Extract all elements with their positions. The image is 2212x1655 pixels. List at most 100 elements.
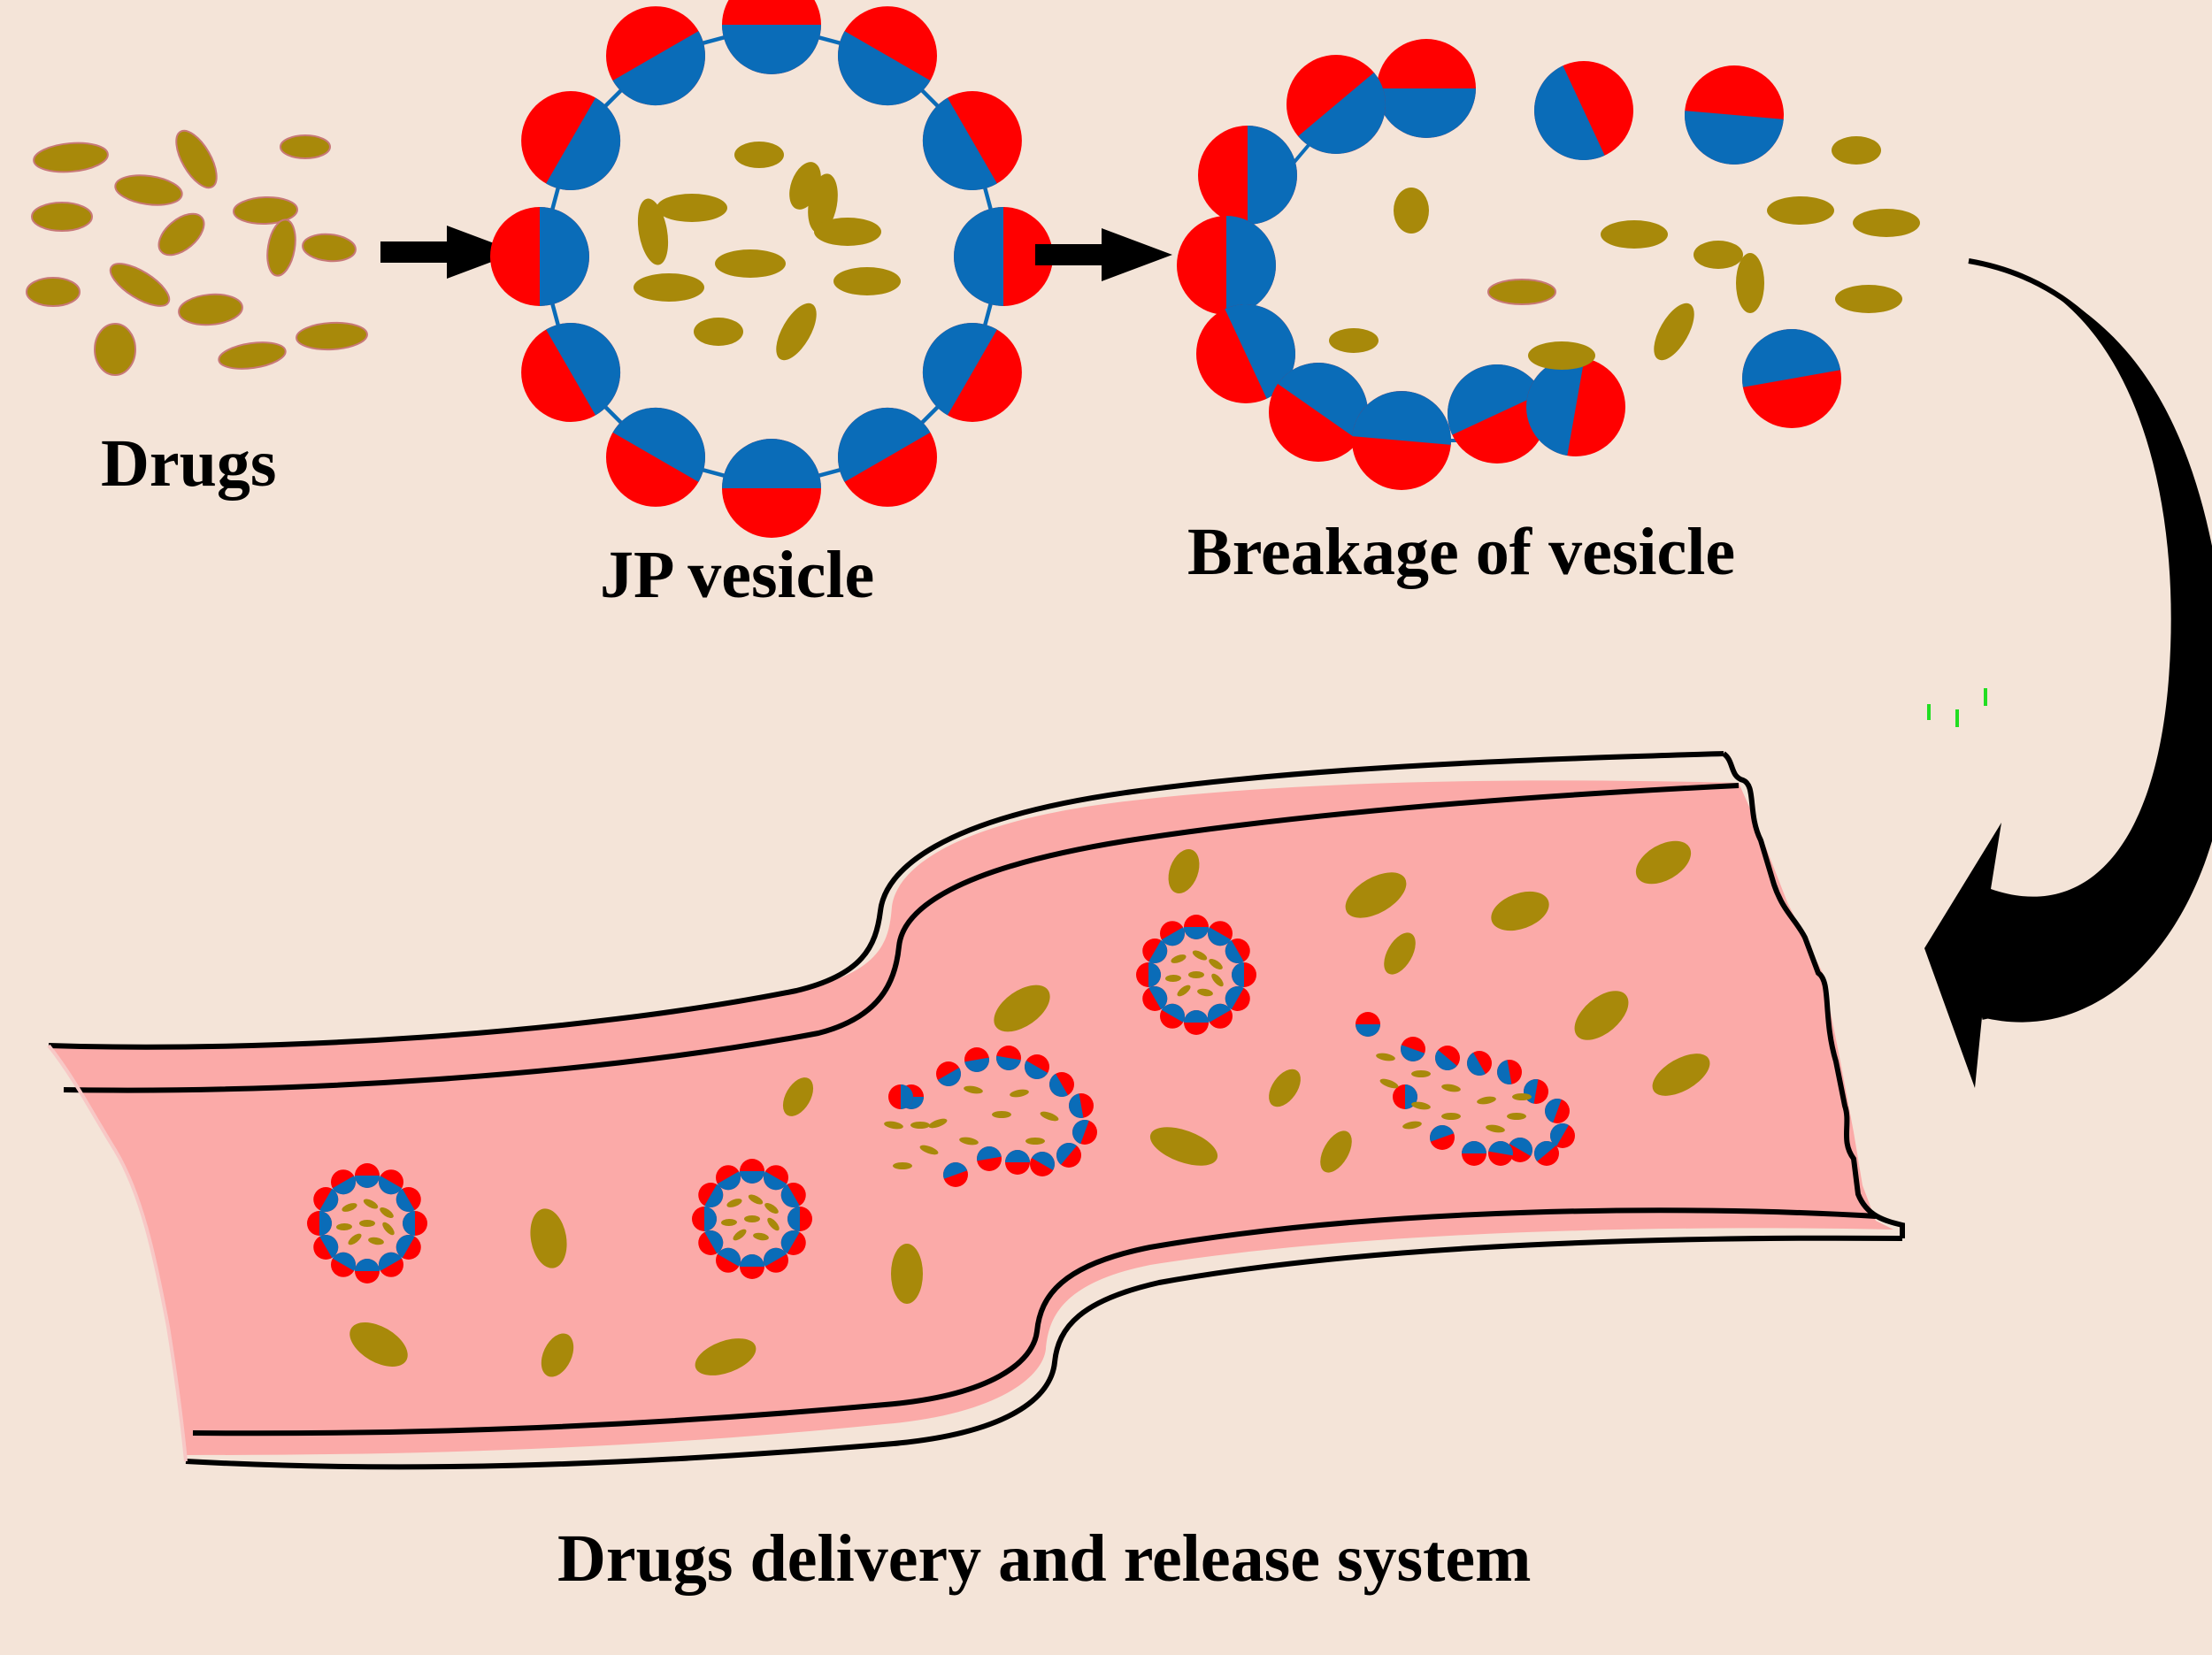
arrow-shape [1035, 228, 1172, 281]
drug-particle [833, 267, 901, 295]
drug-particle [964, 1085, 983, 1094]
drug-particle [1376, 1053, 1395, 1061]
janus-particle [1025, 1054, 1049, 1079]
drug-particle [1384, 932, 1416, 975]
drug-particle [1441, 1113, 1461, 1120]
drug-particle [26, 277, 81, 307]
janus-particle [1232, 962, 1256, 987]
drug-particle [893, 1162, 912, 1169]
curved-arrow-edge [1968, 258, 2200, 1020]
janus-particle [1685, 65, 1784, 165]
janus-particle [740, 1159, 764, 1184]
small-jp-vesicle [692, 1159, 812, 1279]
drug-particle [1487, 279, 1556, 305]
drug-particle [744, 1215, 760, 1222]
janus-particle [1488, 1141, 1514, 1166]
drug-particle [726, 1199, 742, 1207]
janus-particle [1526, 357, 1625, 456]
vessel-wall-bottom-outer [185, 1235, 1903, 1470]
drug-particle [734, 142, 784, 168]
janus-particle [716, 1165, 741, 1191]
drug-particle [634, 273, 704, 302]
drug-particle [992, 1111, 1011, 1118]
jp-vesicle [490, 0, 1053, 538]
janus-particle [1049, 1072, 1074, 1097]
janus-particle [922, 91, 1022, 190]
drug-particle [1652, 1054, 1710, 1096]
small-broken-vesicle [1356, 1012, 1575, 1166]
drug-particle [748, 1194, 764, 1205]
janus-particle [1534, 61, 1633, 161]
green-tick-marks [1927, 688, 1987, 727]
free-drugs-cluster [26, 129, 368, 376]
drug-particle [266, 218, 296, 277]
drug-particle [363, 1199, 379, 1209]
drug-particle [296, 321, 368, 351]
drug-particle [776, 303, 817, 361]
drug-particle [1171, 954, 1187, 963]
janus-particle [936, 1061, 961, 1086]
janus-particle [1208, 921, 1233, 946]
drug-particle [715, 249, 786, 278]
drug-particle [1736, 253, 1764, 313]
janus-particle [996, 1046, 1021, 1070]
jp-vesicle-label: JP vesicle [600, 538, 875, 612]
vessel-wall-top-inner [63, 783, 1740, 1093]
drug-particle [1491, 891, 1549, 931]
small-jp-vesicle [1136, 915, 1256, 1035]
drug-particle [336, 1222, 352, 1231]
drug-particle [808, 173, 838, 234]
drug-particle [178, 293, 243, 326]
curved-arrow-to-vessel [1924, 258, 2212, 1088]
janus-particle [698, 1230, 724, 1255]
drug-particle [94, 323, 136, 376]
drug-particle [753, 1232, 769, 1241]
janus-particle [837, 6, 937, 106]
drug-particle [349, 1322, 408, 1367]
drug-particle [342, 1203, 357, 1212]
janus-particle [1356, 1012, 1380, 1037]
janus-particle [396, 1235, 421, 1260]
drug-particle [1832, 136, 1881, 165]
janus-particle [1177, 216, 1276, 315]
drug-particle [218, 341, 287, 370]
janus-particle [888, 1084, 913, 1109]
janus-particle [331, 1169, 356, 1195]
janus-particle [606, 6, 705, 106]
drug-particle [1574, 991, 1629, 1040]
drug-particle [114, 174, 183, 206]
drug-particle [919, 1145, 939, 1155]
janus-particle [1286, 55, 1386, 154]
janus-particle [1225, 985, 1250, 1011]
drug-particle [530, 1208, 567, 1268]
drug-particle [157, 212, 205, 257]
vessel-wall-top-outer [48, 751, 1724, 1050]
janus-particle [1462, 1141, 1486, 1166]
drug-particle [1411, 1101, 1431, 1110]
drug-particle [1411, 1070, 1431, 1077]
drug-particle [1402, 1121, 1422, 1130]
janus-particle [1497, 1060, 1522, 1084]
drug-particle [1654, 303, 1694, 361]
janus-particle [1269, 362, 1368, 462]
drug-particle [1853, 209, 1920, 237]
drug-particle [368, 1237, 384, 1245]
drug-particle [1512, 1093, 1532, 1100]
curved-arrow-shape [1924, 262, 2212, 1088]
drug-particle [695, 1338, 757, 1375]
drug-particle [1040, 1111, 1059, 1122]
drug-particle [1767, 196, 1834, 225]
janus-particle [606, 407, 705, 507]
janus-particle [1545, 1099, 1570, 1123]
janus-particle [521, 323, 621, 422]
drug-particle [175, 129, 218, 189]
janus-particle [355, 1259, 380, 1283]
drug-particle [721, 1218, 737, 1227]
janus-particle [1741, 329, 1841, 428]
drug-particle [782, 1077, 814, 1116]
janus-particle [787, 1207, 812, 1231]
janus-particle [1196, 304, 1295, 403]
drug-particle [1320, 1130, 1352, 1173]
janus-particle [837, 407, 937, 507]
